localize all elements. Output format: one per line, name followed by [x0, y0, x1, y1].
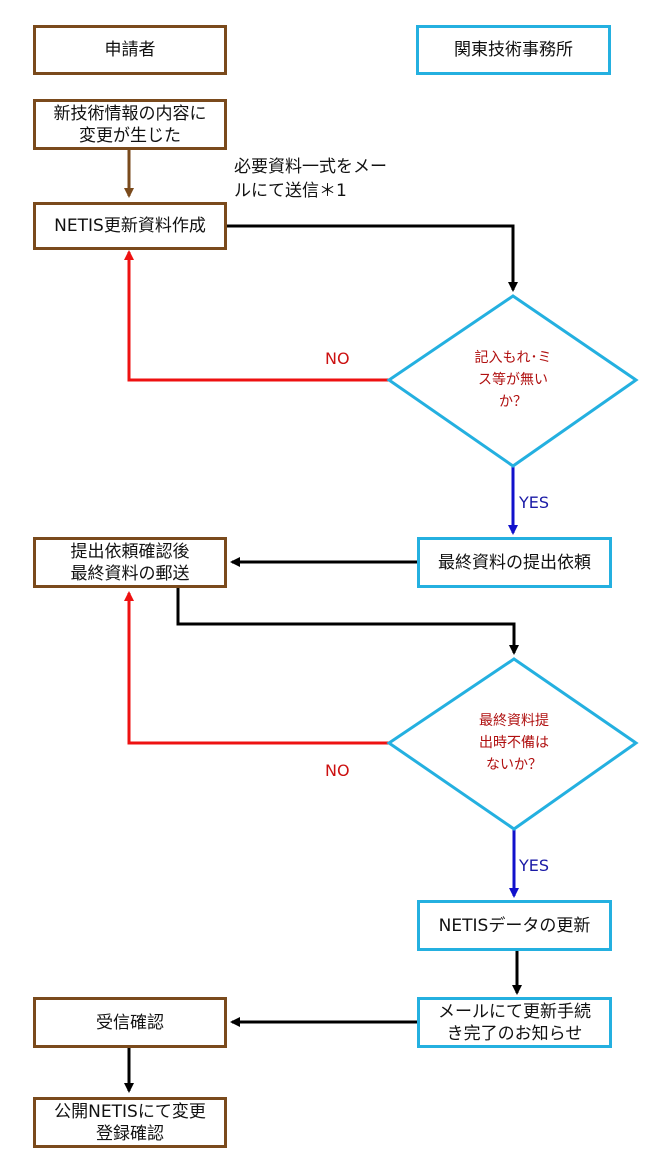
decision-check-errors-text: 記入もれ･ミ ス等が無い か？	[474, 350, 552, 410]
arrow-no1	[124, 250, 389, 382]
label-send-email: 必要資料一式をメー ルにて送信＊1	[234, 157, 387, 201]
label-no-2: NO	[325, 761, 350, 780]
box-submit-after-request: 提出依頼確認後 最終資料の郵送	[33, 537, 227, 588]
box-confirm-receipt: 受信確認	[33, 997, 227, 1048]
lane-header-office: 関東技術事務所	[416, 25, 611, 75]
label-yes-2: YES	[519, 856, 550, 875]
label-no-1: NO	[325, 349, 350, 368]
box-change-occurred: 新技術情報の内容に 変更が生じた	[33, 99, 227, 150]
lane-header-applicant: 申請者	[33, 25, 227, 75]
label-yes-1: YES	[519, 493, 550, 512]
decision-check-errors-shape	[386, 294, 639, 468]
box-request-final: 最終資料の提出依頼	[417, 537, 612, 588]
box-create-docs: NETIS更新資料作成	[33, 202, 227, 250]
arrow-submit-to-decision2	[176, 587, 519, 655]
box-update-data: NETISデータの更新	[417, 900, 612, 951]
decision-check-final-shape	[386, 657, 639, 831]
decision-check-final-text: 最終資料提 出時不備は ないか？	[479, 713, 549, 773]
box-confirm-public: 公開NETISにて変更 登録確認	[33, 1097, 227, 1148]
arrow-create-to-decision1	[226, 224, 518, 292]
box-notify-complete: メールにて更新手続 き完了のお知らせ	[417, 997, 612, 1048]
arrow-no2	[124, 591, 389, 745]
